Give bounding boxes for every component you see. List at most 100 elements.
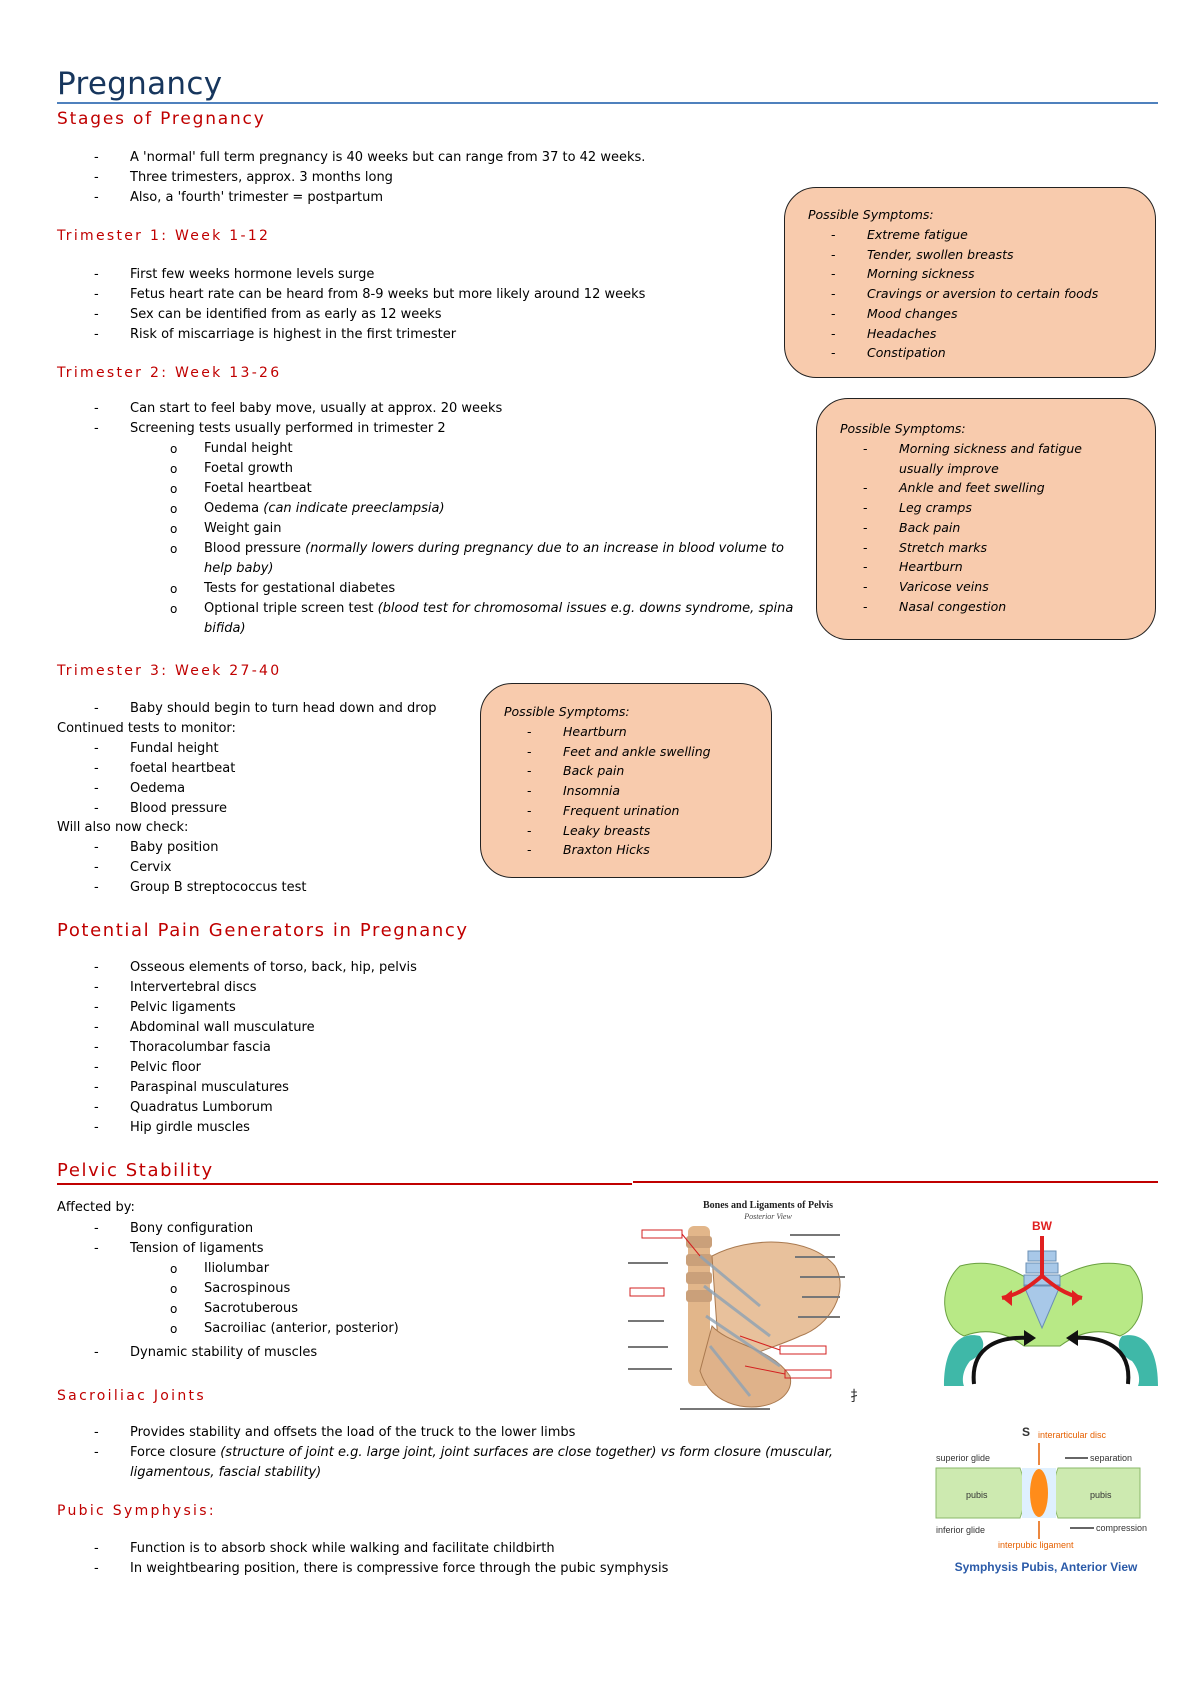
list-item: -Stretch marks [863,539,988,555]
continued-tests-label: Continued tests to monitor: [57,721,236,736]
list-item: -Pelvic floor [94,1060,202,1075]
list-item: -Group B streptococcus test [94,880,307,895]
trimester3-list: -Baby should begin to turn head down and… [57,699,437,719]
compression-label: compression [1096,1523,1147,1533]
list-item: -Back pain [527,763,625,779]
list-item: -Bony configuration [94,1221,254,1236]
list-item: -Constipation [831,345,946,361]
superior-glide-label: superior glide [936,1453,990,1463]
body-weight-illustration: BW [944,1219,1158,1386]
symptoms-box-title: Possible Symptoms: [808,207,934,222]
list-item: -Fetus heart rate can be heard from 8-9 … [94,287,646,302]
svg-text:扌: 扌 [850,1389,864,1405]
list-item: -Intervertebral discs [94,980,257,995]
stages-heading: Stages of Pregnancy [57,109,266,129]
list-item: -Can start to feel baby move, usually at… [94,401,503,416]
list-item: -Frequent urination [527,802,680,818]
list-item: -A 'normal' full term pregnancy is 40 we… [94,150,646,165]
list-item: -Heartburn [863,559,963,575]
also-check-list: -Baby position -Cervix -Group B streptoc… [57,838,307,898]
trimester1-heading: Trimester 1: Week 1-12 [57,228,271,244]
also-check-label: Will also now check: [57,820,189,835]
list-item: -Pelvic ligaments [94,1000,236,1015]
page-title: Pregnancy [57,66,223,102]
affected-by-list: -Bony configuration -Tension of ligament… [57,1219,264,1259]
list-item: -Baby position [94,840,219,855]
s-label: S [1022,1425,1030,1439]
symptoms-box-title: Possible Symptoms: [840,421,966,436]
list-item: -Function is to absorb shock while walki… [94,1541,555,1556]
list-item: -Tension of ligaments [94,1241,264,1256]
list-item: -In weightbearing position, there is com… [94,1561,669,1576]
list-item: -Extreme fatigue [831,227,968,242]
list-item: -Insomnia [527,783,621,799]
list-item: -Force closure (structure of joint e.g. … [94,1445,834,1480]
list-item: -Three trimesters, approx. 3 months long [94,170,393,185]
trimester2-list: -Can start to feel baby move, usually at… [57,399,502,439]
pubic-symphysis-heading: Pubic Symphysis: [57,1503,216,1519]
list-item: -Cervix [94,860,172,875]
bw-label: BW [1032,1219,1053,1233]
list-item: -Morning sickness and fatigue usually im… [863,441,1082,476]
list-item: -Back pain [863,519,961,535]
list-item: -Braxton Hicks [527,842,650,858]
pubis-left-label: pubis [966,1490,988,1500]
list-item: -Fundal height [94,741,219,756]
sacroiliac-heading: Sacroiliac Joints [57,1388,206,1404]
pubic-symphysis-list: -Function is to absorb shock while walki… [57,1539,668,1579]
list-item: -First few weeks hormone levels surge [94,267,375,282]
symptoms-list: -Morning sickness and fatigue usually im… [827,439,1145,616]
interpubic-label: interpubic ligament [998,1540,1074,1550]
list-item: -Paraspinal musculatures [94,1080,289,1095]
pelvis-ligaments-figure: Bones and Ligaments of Pelvis Posterior … [620,1196,888,1422]
list-item: -Abdominal wall musculature [94,1020,315,1035]
list-item: -Feet and ankle swelling [527,743,711,759]
list-item: -Hip girdle muscles [94,1120,250,1135]
list-item: -Baby should begin to turn head down and… [94,701,437,716]
trimester2-symptoms-box: Possible Symptoms: -Morning sickness and… [816,398,1156,640]
list-item: -Heartburn [527,724,627,739]
list-item: -Varicose veins [863,578,989,594]
interarticular-label: interarticular disc [1038,1430,1107,1440]
list-item: -Oedema [94,781,186,796]
symphysis-illustration: S interarticular disc superior glide sep… [935,1425,1147,1574]
list-item: -Provides stability and offsets the load… [94,1425,576,1440]
pain-generators-heading: Potential Pain Generators in Pregnancy [57,920,469,941]
symptoms-list: -Heartburn -Feet and ankle swelling -Bac… [491,722,711,860]
list-item: -Mood changes [831,305,958,321]
list-item: -Headaches [831,325,937,341]
section-rule [633,1181,1158,1183]
sacroiliac-list: -Provides stability and offsets the load… [57,1423,857,1483]
figure-title: Bones and Ligaments of Pelvis [703,1200,833,1211]
list-item: -Dynamic stability of muscles [94,1345,318,1360]
list-item: -Leg cramps [863,500,972,516]
list-item: -Blood pressure [94,801,227,816]
list-item: -Sex can be identified from as early as … [94,307,442,322]
trimester1-symptoms-box: Possible Symptoms: -Extreme fatigue -Ten… [784,187,1156,378]
affected-by-list-2: -Dynamic stability of muscles [57,1343,317,1363]
figure-caption: Symphysis Pubis, Anterior View [955,1560,1138,1574]
trimester2-heading: Trimester 2: Week 13-26 [57,365,282,381]
list-item: -Morning sickness [831,266,975,282]
symptoms-list: -Extreme fatigue -Tender, swollen breast… [795,225,1098,363]
pelvis-illustration: Bones and Ligaments of Pelvis Posterior … [628,1200,864,1410]
list-item: -Leaky breasts [527,822,651,838]
affected-by-label: Affected by: [57,1200,135,1215]
symphysis-pubis-figure: S interarticular disc superior glide sep… [930,1423,1162,1578]
list-item: -Also, a 'fourth' trimester = postpartum [94,190,384,205]
list-item: -Screening tests usually performed in tr… [94,421,446,436]
body-weight-pelvis-figure: BW [940,1216,1162,1391]
list-item: -Nasal congestion [863,598,1007,614]
inferior-glide-label: inferior glide [936,1525,985,1535]
